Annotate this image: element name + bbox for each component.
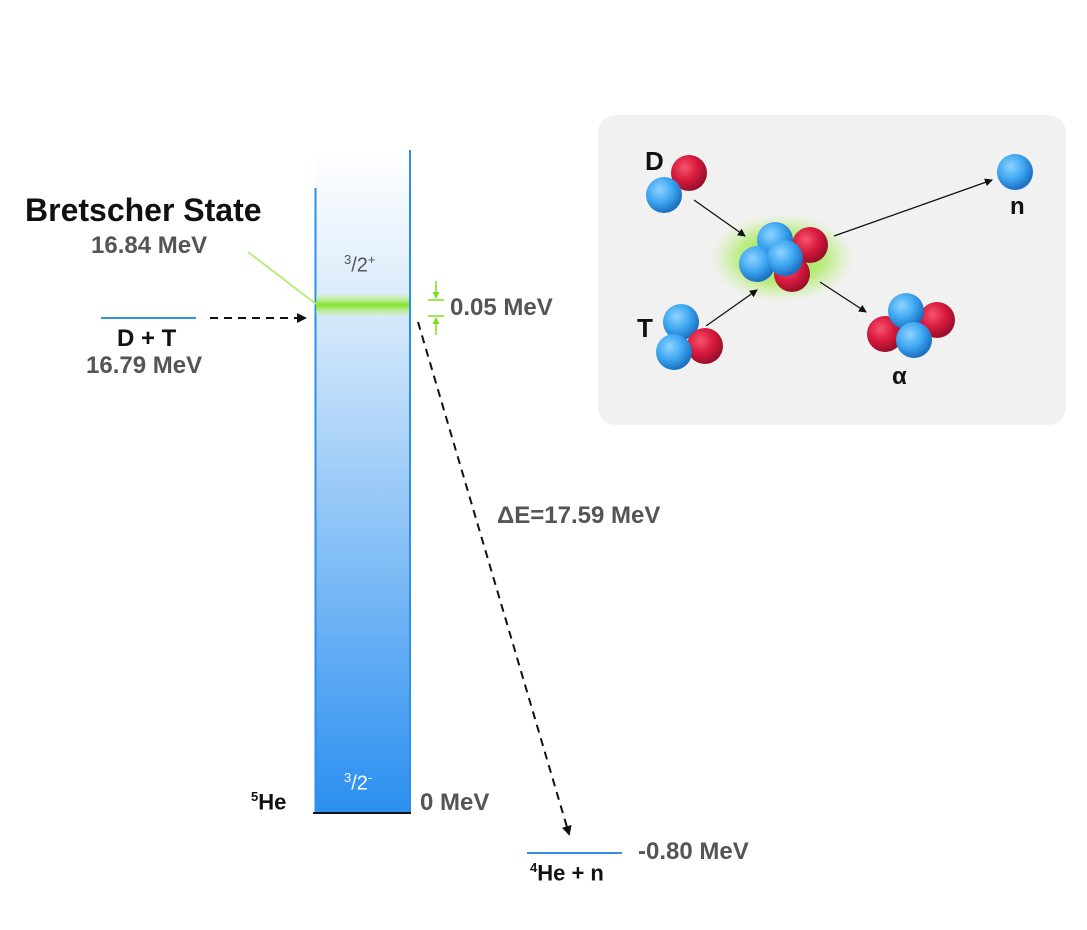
t-neutron-bottom: [656, 334, 692, 370]
d-incoming-arrow: [693, 199, 746, 237]
he5-level-column: [315, 150, 410, 813]
bretscher-pointer-line: [247, 251, 317, 305]
cn-neutron-center: [767, 240, 803, 276]
reaction-t-label: T: [637, 313, 653, 343]
he5-symbol: He: [258, 789, 287, 815]
alpha-neutron-bottom: [896, 322, 932, 358]
reaction-d-label: D: [645, 146, 664, 176]
he4n-label: 4He + n: [530, 860, 604, 886]
ground-spin-den: 2: [356, 772, 368, 795]
he4n-energy: -0.80 MeV: [638, 838, 749, 865]
t-proton: [687, 328, 723, 364]
he5-energy: 0 MeV: [420, 789, 490, 816]
t-neutron-top: [663, 304, 699, 340]
upper-spin-den: 2: [356, 254, 368, 277]
he5-mass-number: 5: [251, 789, 259, 804]
free-neutron: [997, 154, 1033, 190]
bretscher-band: [316, 294, 409, 316]
dt-energy: 16.79 MeV: [86, 352, 203, 379]
t-incoming-arrow: [705, 289, 758, 327]
alpha-proton-left: [867, 316, 903, 352]
ground-spin-parity: -: [367, 770, 373, 785]
upper-spin-parity: +: [367, 252, 376, 267]
d-neutron: [646, 177, 682, 213]
delta-e-label: ΔE=17.59 MeV: [497, 502, 661, 529]
d-proton: [671, 155, 707, 191]
decay-arrow: [417, 321, 572, 836]
reaction-graphic: [646, 154, 1033, 370]
he5-label: 5He: [251, 789, 286, 815]
he4n-mass-number: 4: [530, 860, 538, 875]
bretscher-title: Bretscher State: [25, 192, 262, 228]
ground-spin-num: 3: [344, 770, 352, 785]
upper-spin-label: 3/2+: [344, 252, 376, 277]
dt-label: D + T: [117, 325, 177, 352]
ground-spin-label: 3/2-: [344, 770, 373, 795]
he4n-symbol: He + n: [537, 860, 604, 886]
n-outgoing-arrow: [833, 178, 993, 237]
reaction-n-label: n: [1010, 193, 1025, 220]
alpha-outgoing-arrow: [819, 281, 867, 313]
width-label: 0.05 MeV: [450, 294, 553, 321]
reaction-alpha-label: α: [892, 363, 907, 390]
alpha-neutron-top: [888, 293, 924, 329]
bretscher-energy: 16.84 MeV: [91, 232, 208, 259]
cn-neutron-left: [739, 246, 775, 282]
upper-spin-num: 3: [344, 252, 352, 267]
